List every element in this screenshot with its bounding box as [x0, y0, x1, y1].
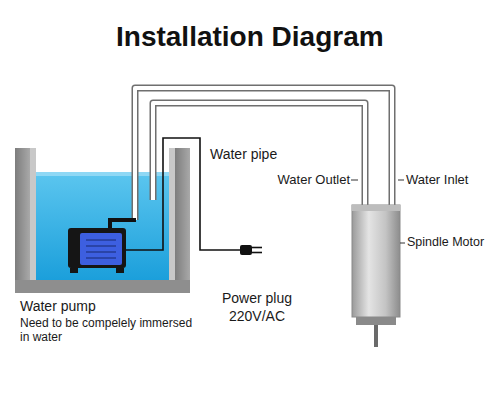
water-pump-symbol	[68, 228, 126, 273]
pump-tube	[110, 220, 136, 228]
pipe-label: Water pipe	[210, 146, 277, 163]
power-plug-symbol	[240, 245, 262, 255]
leader-line	[398, 180, 404, 181]
part-label: Spindle Motor	[407, 235, 484, 250]
part-label: Water Inlet	[406, 172, 468, 188]
part-label: Water Outlet	[278, 172, 350, 188]
leader-line	[351, 180, 358, 181]
leader-line	[400, 243, 405, 244]
part-label: Power plug	[222, 290, 292, 307]
diagram-title: Installation Diagram	[116, 20, 384, 54]
note-text: Need to be compelely immersed in water	[20, 316, 198, 345]
spec-label: 220V/AC	[229, 308, 285, 325]
spindle-motor-symbol	[352, 205, 400, 347]
part-label: Water pump	[20, 298, 96, 315]
water-pipe	[135, 88, 392, 220]
